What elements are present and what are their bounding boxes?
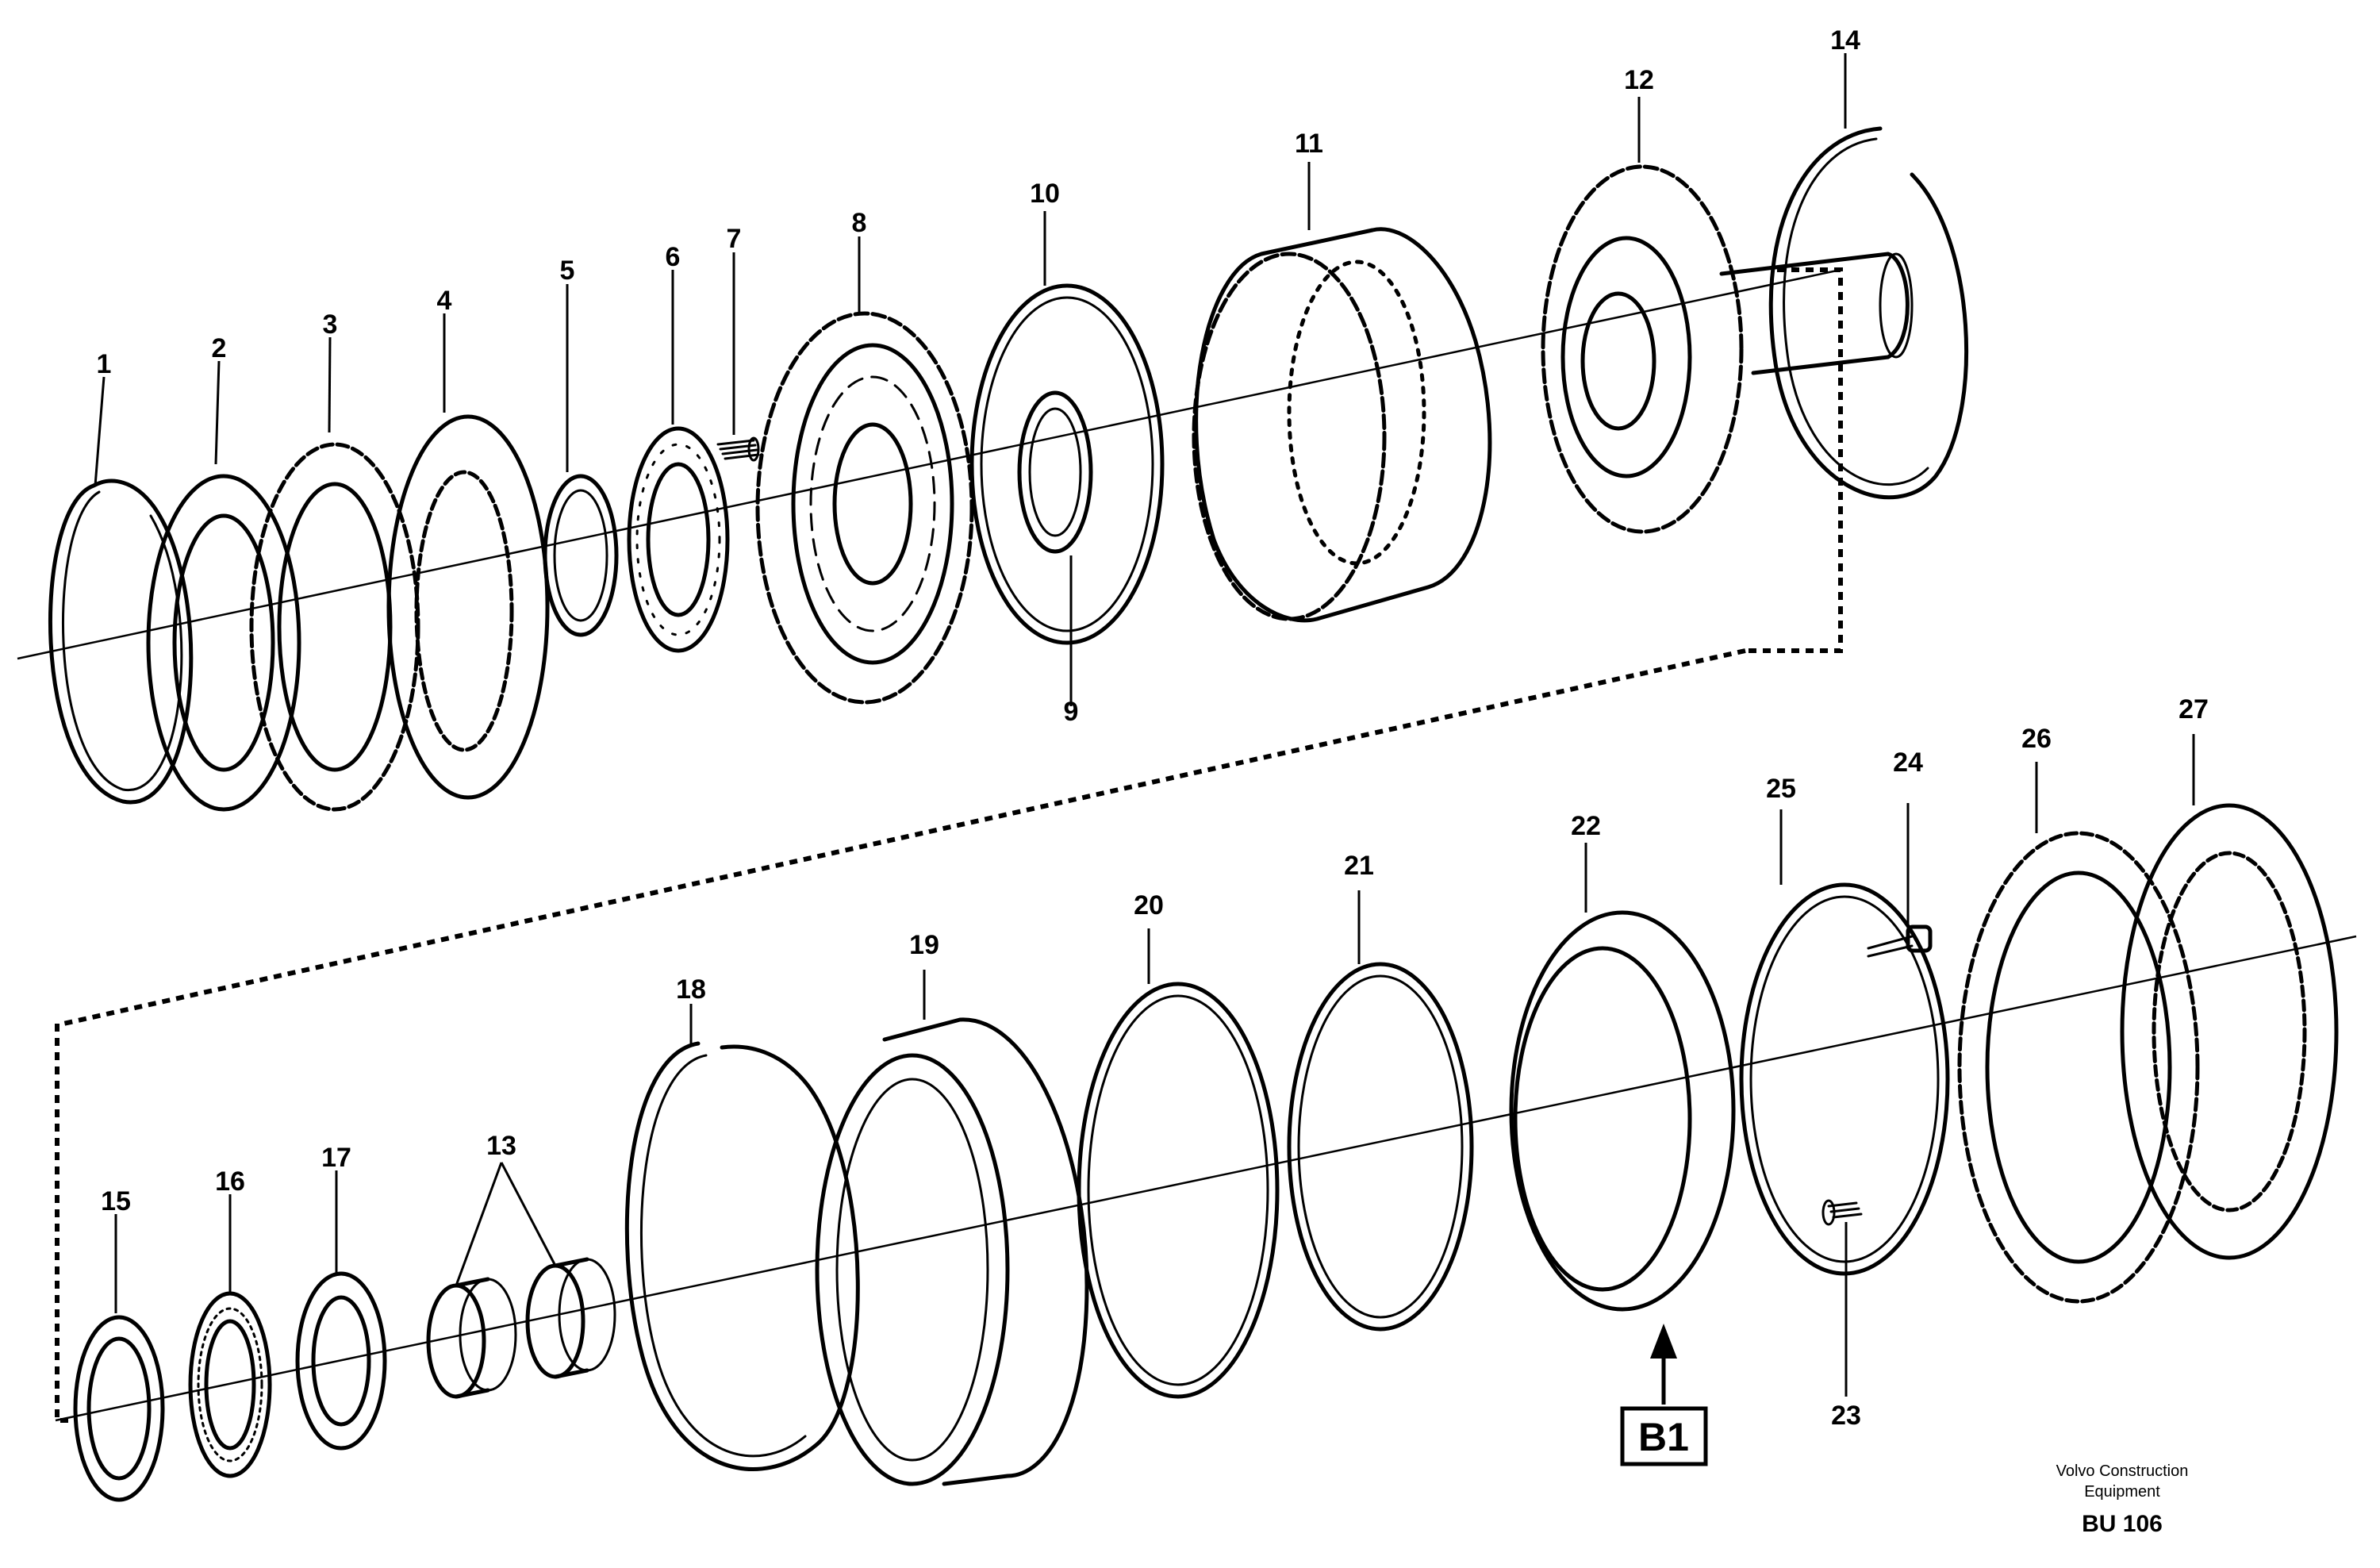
- footer-ref: BU 106: [2082, 1511, 2163, 1537]
- part-1-snap-ring: [48, 478, 194, 805]
- connector-frame-lower: [55, 1024, 71, 1423]
- label-3: 3: [323, 309, 338, 340]
- part-6-bearing-washer: [627, 426, 730, 653]
- part-20-seal-ring: [1077, 982, 1280, 1399]
- part-23-spring: [1821, 1199, 1863, 1226]
- label-24: 24: [1893, 747, 1923, 778]
- part-7-spring: [716, 436, 760, 462]
- part-4-inner-toothed-disc: [386, 414, 550, 800]
- label-1: 1: [97, 349, 112, 379]
- footer-line2: Equipment: [2084, 1483, 2160, 1501]
- part-21-seal-ring: [1287, 962, 1474, 1332]
- label-2: 2: [212, 333, 227, 363]
- lower-center-axis: [55, 935, 2357, 1422]
- part-11-ring-gear: [1192, 227, 1492, 623]
- label-17: 17: [321, 1143, 351, 1173]
- upper-center-axis: [17, 268, 1841, 660]
- label-8: 8: [852, 208, 867, 238]
- label-18: 18: [676, 974, 706, 1005]
- part-8-gear-carrier: [755, 311, 974, 705]
- b1-callout-label: B1: [1638, 1415, 1689, 1459]
- label-19: 19: [909, 930, 939, 960]
- label-10: 10: [1030, 179, 1060, 209]
- label-26: 26: [2021, 724, 2052, 754]
- leader-lines: [94, 53, 2195, 1397]
- label-7: 7: [727, 224, 742, 254]
- footer-line1: Volvo Construction: [2056, 1462, 2189, 1480]
- label-4: 4: [437, 286, 452, 316]
- label-25: 25: [1766, 774, 1796, 804]
- part-24-screw: [1867, 924, 1933, 958]
- part-26-toothed-disc: [1957, 831, 2200, 1304]
- part-9-small-ring: [1017, 390, 1093, 554]
- label-23: 23: [1831, 1401, 1861, 1431]
- part-3-toothed-disc: [249, 442, 420, 812]
- part-25-lock-plate: [1739, 882, 1950, 1276]
- label-20: 20: [1134, 890, 1164, 920]
- part-19-piston: [815, 1017, 1089, 1486]
- label-14: 14: [1830, 25, 1860, 56]
- b1-arrow: [1650, 1324, 1677, 1405]
- label-16: 16: [215, 1166, 245, 1197]
- part-2-friction-disc: [146, 474, 301, 812]
- label-22: 22: [1571, 811, 1601, 841]
- part-22-housing: [1509, 910, 1736, 1312]
- label-15: 15: [101, 1186, 131, 1216]
- label-11: 11: [1295, 129, 1323, 159]
- connector-frame-upper: [63, 267, 1843, 1026]
- label-12: 12: [1624, 65, 1654, 95]
- part-12-gear-hub: [1541, 164, 1914, 534]
- label-21: 21: [1344, 851, 1374, 881]
- label-27: 27: [2178, 694, 2209, 724]
- label-5: 5: [560, 256, 575, 286]
- part-13-bushings: [426, 1257, 616, 1399]
- b1-callout-box: [1620, 1406, 1708, 1466]
- part-15-seal: [73, 1315, 165, 1502]
- part-14-snap-ring: [1768, 126, 1969, 500]
- label-13: 13: [486, 1131, 516, 1161]
- label-9: 9: [1064, 697, 1079, 727]
- part-17-bearing-race: [295, 1271, 387, 1451]
- label-6: 6: [666, 242, 681, 272]
- part-18-snap-ring: [624, 1041, 860, 1471]
- part-10-large-washer: [969, 283, 1165, 645]
- part-5-ring: [543, 474, 619, 637]
- part-27-inner-toothed-disc: [2120, 803, 2339, 1260]
